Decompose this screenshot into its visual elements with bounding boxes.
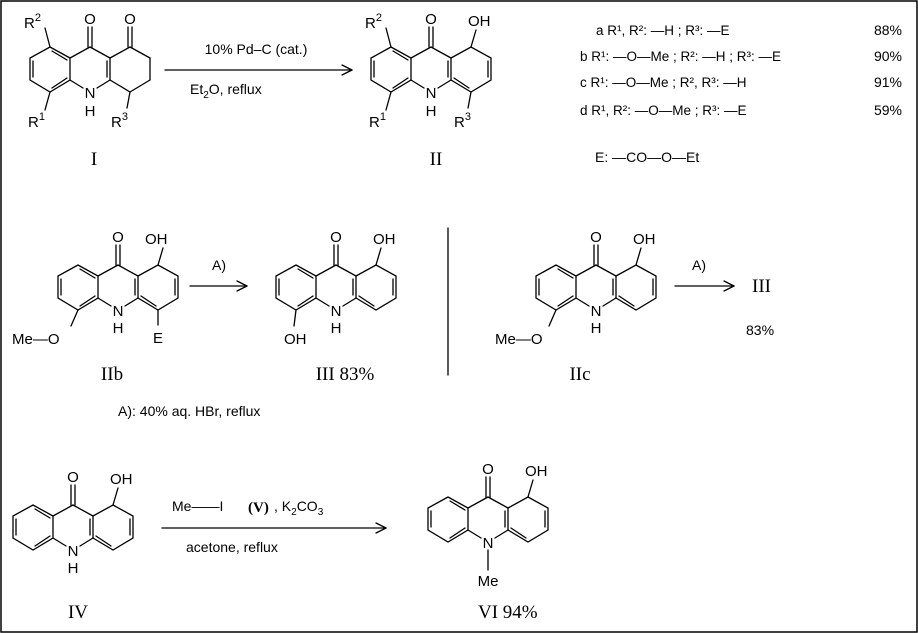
reaction-4-solvent: acetone, reflux: [186, 539, 278, 555]
compound-IIb-carbonyl-o: O: [112, 229, 124, 246]
substituent-table: a R¹, R²: —H ; R³: —E 88% b R¹: —O—Me ; …: [580, 22, 902, 165]
reaction-3-condition: A): [692, 257, 706, 273]
compound-III-label: III 83%: [316, 364, 375, 385]
substituent-row-d: d R¹, R²: —O—Me ; R³: —E: [580, 103, 747, 118]
compound-IIb-oh: OH: [145, 231, 168, 248]
compound-I-r3: R3: [111, 111, 128, 131]
compound-I-carbonyl-o: O: [84, 11, 96, 28]
reaction-arrow-2: A): [189, 257, 248, 292]
compound-IIc-nitrogen: N: [591, 303, 602, 320]
substituent-yield-c: 91%: [874, 74, 902, 90]
compound-III-oh: OH: [373, 231, 396, 248]
reaction-3-product: III: [752, 276, 771, 297]
compound-VI-n-methyl: Me: [478, 573, 499, 590]
compound-II-carbonyl-o: O: [425, 11, 437, 28]
compound-IIc-oh: OH: [633, 231, 656, 248]
reaction-arrow-1: 10% Pd–C (cat.) Et2O, reflux: [164, 41, 353, 101]
compound-VI-bonds: [427, 476, 549, 571]
compound-IIb-e: E: [153, 330, 163, 347]
substituent-row-a: a R¹, R²: —H ; R³: —E: [596, 23, 730, 38]
substituent-yield-d: 59%: [874, 102, 902, 118]
reaction-3-yield: 83%: [746, 322, 774, 338]
compound-VI-carbonyl-o: O: [482, 461, 494, 478]
compound-I-r2: R2: [24, 12, 41, 32]
reaction-arrow-3: A) III 83%: [674, 257, 774, 338]
substituent-yield-b: 90%: [874, 48, 902, 64]
compound-II-r3: R3: [454, 111, 471, 131]
compound-IIb-methoxy: Me—O: [12, 331, 60, 348]
compound-I-r1: R1: [28, 111, 45, 131]
substituent-yield-a: 88%: [874, 22, 902, 38]
compound-IV-label: IV: [68, 602, 88, 623]
compound-III-nitrogen: N: [331, 303, 342, 320]
compound-I-nitrogen: N: [85, 85, 96, 102]
reaction-arrow-4: Me——I (V) , K2CO3 acetone, reflux: [161, 498, 387, 555]
compound-IIc-methoxy: Me—O: [495, 331, 543, 348]
compound-IV-bonds: [12, 484, 134, 551]
compound-IIc-label: IIc: [569, 364, 590, 385]
compound-IIb-nitrogen: N: [113, 303, 124, 320]
compound-II-nh: H: [426, 103, 437, 120]
compound-II-r2: R2: [365, 12, 382, 32]
compound-IV-nh: H: [68, 560, 79, 577]
compound-IIb-bonds: [57, 244, 179, 327]
compound-IV: O OH N H IV: [12, 469, 134, 623]
compound-I-label: I: [91, 149, 97, 170]
compound-IV-nitrogen: N: [68, 543, 79, 560]
reaction-4-base: , K2CO3: [274, 498, 324, 518]
compound-II-label: II: [430, 149, 443, 170]
compound-VI-label: VI 94%: [478, 602, 538, 623]
compound-IIc-nh: H: [591, 320, 602, 337]
compound-III-nh: H: [331, 320, 342, 337]
compound-IV-carbonyl-o: O: [67, 469, 79, 486]
compound-II: O OH R2 N H R1 R3 II: [365, 11, 492, 170]
compound-IV-oh: OH: [110, 471, 133, 488]
reaction-1-catalyst: 10% Pd–C (cat.): [205, 41, 308, 57]
substituent-row-b: b R¹: —O—Me ; R²: —H ; R³: —E: [580, 49, 781, 64]
compound-II-nitrogen: N: [426, 85, 437, 102]
substituent-row-c: c R¹: —O—Me ; R², R³: —H: [580, 75, 747, 90]
condition-a-note: A): 40% aq. HBr, reflux: [118, 403, 260, 419]
compound-IIc: O OH N H Me—O IIc: [495, 229, 657, 385]
reaction-1-solvent: Et2O, reflux: [190, 81, 262, 101]
compound-II-oh: OH: [468, 13, 491, 30]
compound-II-bonds: [370, 26, 492, 111]
compound-VI: O OH N Me VI 94%: [427, 461, 549, 623]
compound-IIc-bonds: [535, 244, 657, 327]
compound-II-r1: R1: [369, 111, 386, 131]
compound-I-ketone-o: O: [124, 11, 136, 28]
compound-I-bonds: [29, 26, 151, 111]
compound-III: O OH N H OH III 83%: [275, 229, 397, 385]
reaction-4-reagent-v: (V): [248, 500, 269, 516]
compound-IIb-label: IIb: [101, 364, 123, 385]
e-definition: E: —CO—O—Et: [595, 149, 699, 165]
compound-III-carbonyl-o: O: [330, 229, 342, 246]
compound-VI-nitrogen: N: [483, 535, 494, 552]
compound-VI-oh: OH: [525, 463, 548, 480]
compound-III-oh-2: OH: [284, 331, 307, 348]
reaction-2-condition: A): [212, 257, 226, 273]
compound-IIb: O OH N H E Me—O IIb: [12, 229, 179, 385]
compound-I: O O R2 N H R1 R3 I: [24, 11, 151, 170]
compound-IIc-carbonyl-o: O: [590, 229, 602, 246]
reaction-4-methyl-iodide: Me——I: [172, 498, 223, 514]
compound-I-nh: H: [85, 103, 96, 120]
compound-IIb-nh: H: [113, 320, 124, 337]
compound-III-bonds: [275, 244, 397, 327]
